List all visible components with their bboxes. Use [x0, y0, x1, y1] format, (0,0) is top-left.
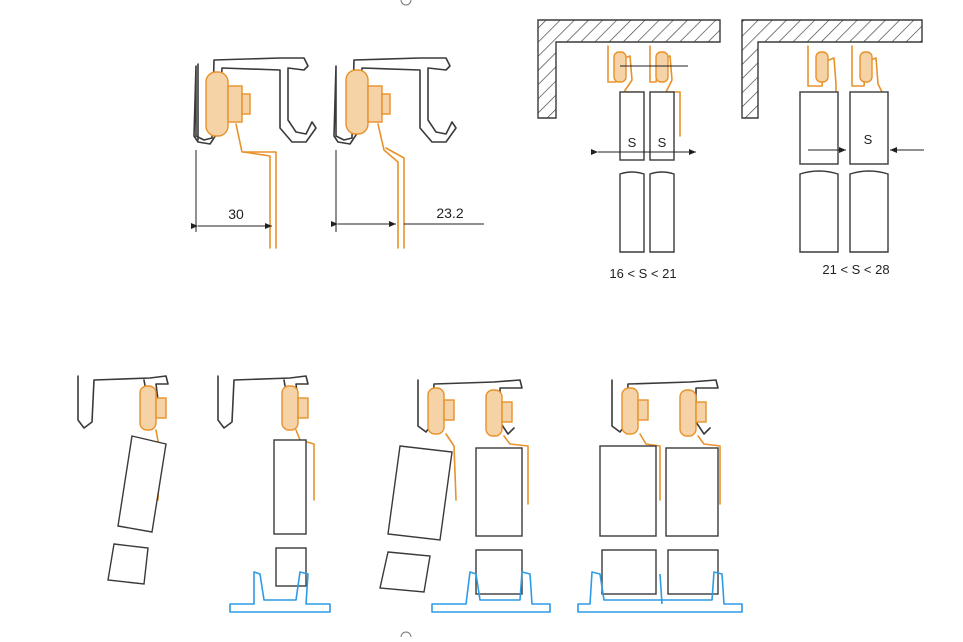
spacing-diagram-narrow: S S 16 < S < 21 [537, 19, 721, 281]
install-step-4 [577, 379, 743, 613]
dimension-label-23-2: 23.2 [436, 205, 463, 221]
rail-section-right: 23.2 [331, 57, 484, 249]
registration-mark-bottom [400, 631, 412, 642]
range-wide-label: 21 < S < 28 [822, 262, 889, 277]
spacing-label-s-2: S [658, 135, 667, 150]
install-step-3 [379, 379, 551, 613]
dimension-label-30: 30 [228, 206, 244, 222]
install-step-2 [217, 375, 331, 613]
registration-mark-top [400, 0, 412, 6]
rail-section-left: 30 [191, 57, 317, 249]
range-narrow-label: 16 < S < 21 [609, 266, 676, 281]
spacing-diagram-wide: S 21 < S < 28 [741, 19, 924, 277]
spacing-label-s-1: S [628, 135, 637, 150]
install-step-1 [77, 375, 169, 585]
spacing-label-s-3: S [864, 132, 873, 147]
